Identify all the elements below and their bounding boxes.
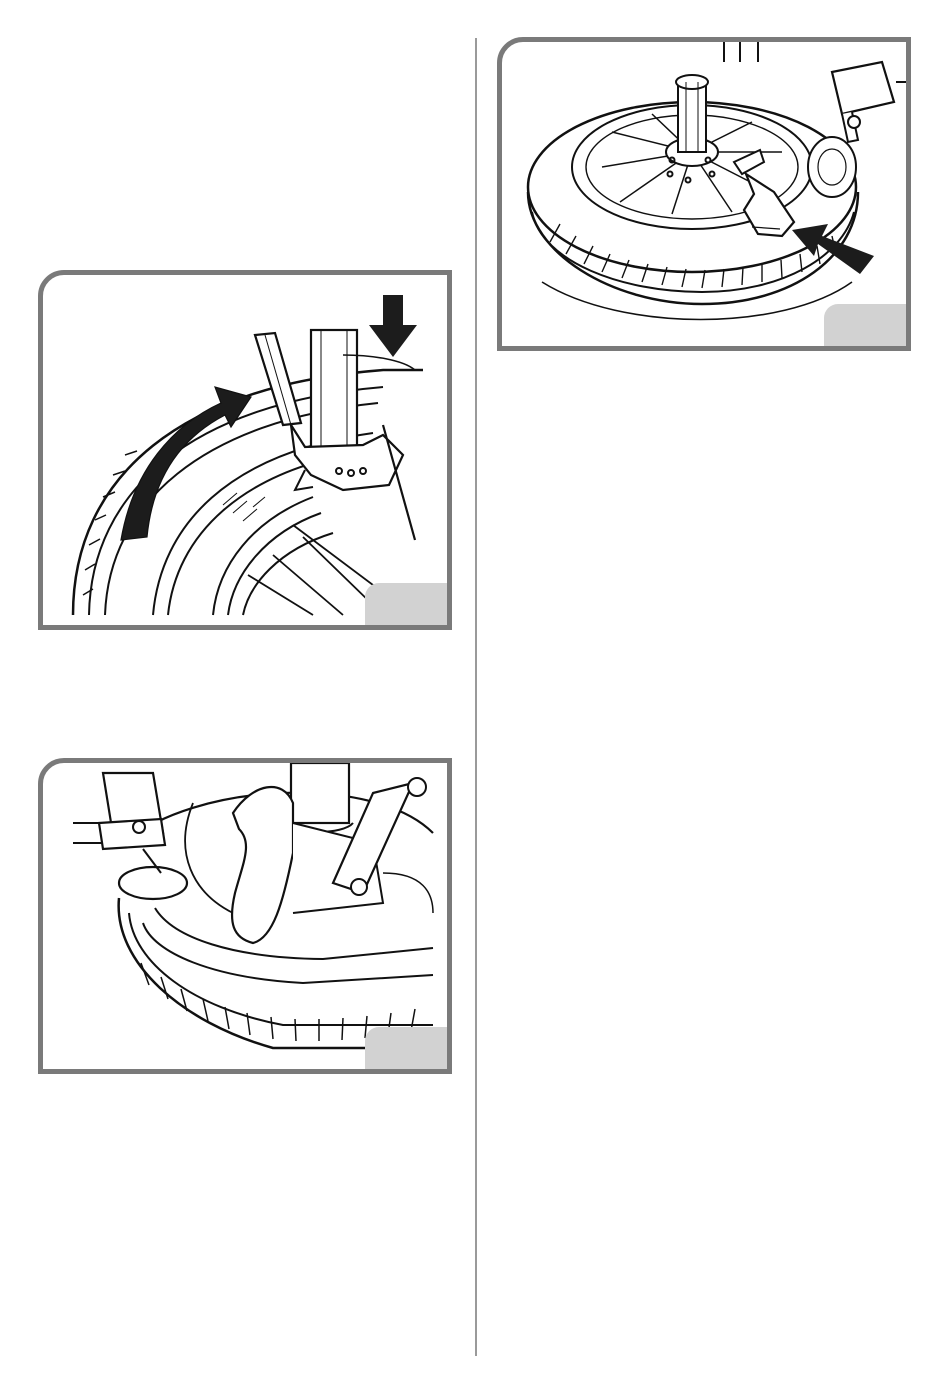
down-arrow-icon bbox=[369, 295, 417, 357]
column-divider bbox=[475, 38, 477, 1356]
figure-bead-press bbox=[38, 758, 452, 1074]
figure-number-tab bbox=[365, 1027, 447, 1069]
figure-number-tab bbox=[824, 304, 906, 346]
tire-rotation-illustration bbox=[43, 275, 447, 625]
figure-number-tab bbox=[365, 583, 447, 625]
wheel-turntable-illustration bbox=[502, 42, 906, 346]
figure-tire-rotation bbox=[38, 270, 452, 630]
bead-press-illustration bbox=[43, 763, 447, 1069]
curved-arrow-icon bbox=[121, 387, 251, 540]
figure-wheel-turntable bbox=[497, 37, 911, 351]
